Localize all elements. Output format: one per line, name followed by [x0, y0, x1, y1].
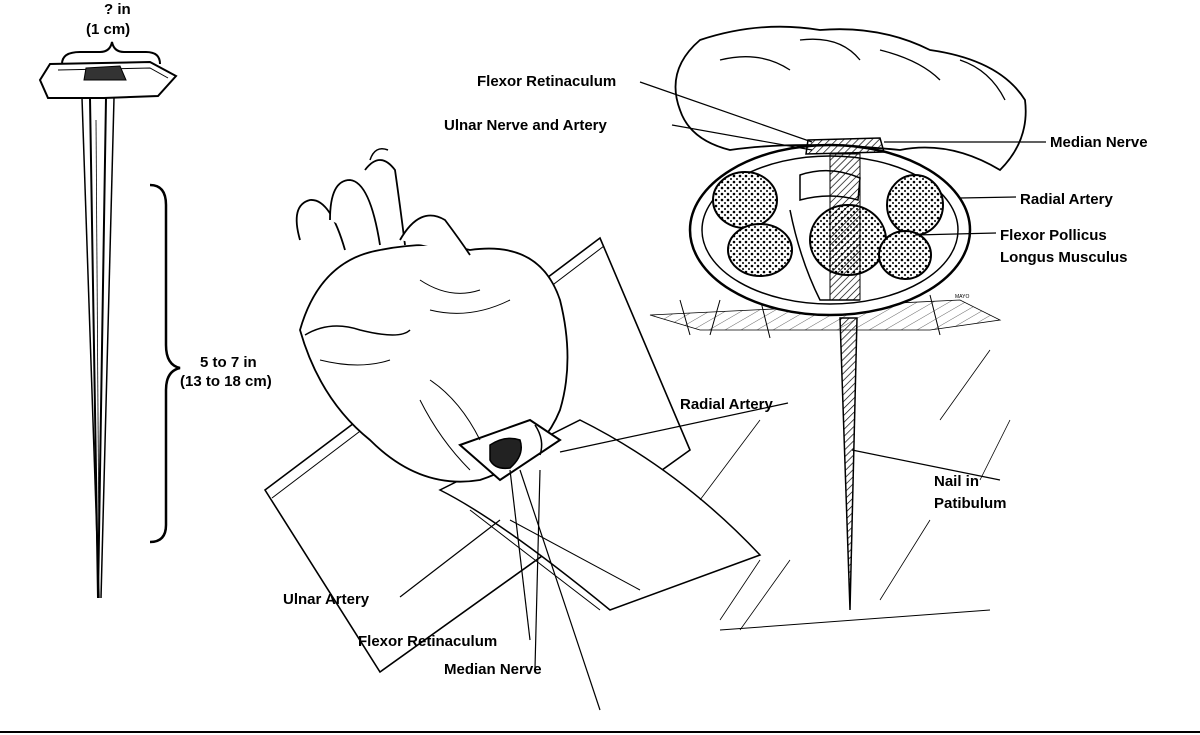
median-nerve-bottom-label: Median Nerve	[444, 661, 542, 678]
flexor-retinaculum-bottom-label: Flexor Retinaculum	[358, 633, 498, 650]
radial-artery-top-label: Radial Artery	[1020, 191, 1113, 208]
length-brace	[149, 183, 181, 544]
nail-in-patibulum-label-line2: Patibulum	[934, 495, 1007, 512]
head-width-brace	[61, 41, 161, 65]
median-nerve-top-label: Median Nerve	[1050, 134, 1148, 151]
radial-artery-mid-label: Radial Artery	[680, 396, 773, 413]
ulnar-nerve-artery-label: Ulnar Nerve and Artery	[444, 117, 607, 134]
nail-in-patibulum-label-line1: Nail in	[934, 473, 980, 490]
length-cm-label: (13 to 18 cm)	[180, 373, 272, 390]
head-width-inch-label: ? in	[104, 1, 131, 18]
leader-lines	[399, 81, 1046, 711]
flexor-pollicus-label-line1: Flexor Pollicus	[1000, 227, 1107, 244]
flexor-pollicus-label-line2: Longus Musculus	[1000, 249, 1128, 266]
ulnar-artery-label: Ulnar Artery	[283, 591, 370, 608]
head-width-cm-label: (1 cm)	[86, 21, 131, 38]
wrist-cross-section-illustration: MAYO	[649, 25, 1027, 631]
nail-illustration	[38, 60, 178, 599]
hand-illustration	[263, 148, 762, 674]
length-inch-label: 5 to 7 in	[200, 354, 257, 371]
flexor-retinaculum-top-label: Flexor Retinaculum	[477, 73, 617, 90]
mayo-signature: MAYO	[955, 294, 969, 300]
